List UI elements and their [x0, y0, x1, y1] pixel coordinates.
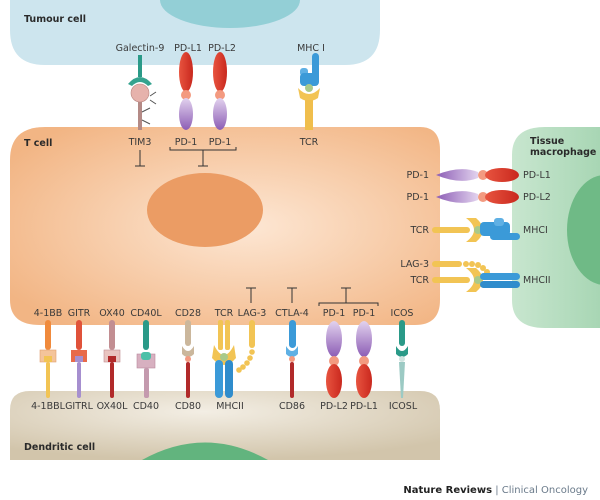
- t-cell-label: T cell: [24, 138, 52, 149]
- cd80-label: CD80: [175, 401, 201, 412]
- pd1-top-label-2: PD-1: [209, 137, 232, 148]
- t-cell: T cell: [10, 127, 440, 325]
- gitr-label: GITR: [68, 308, 91, 319]
- lag3-beads: [463, 261, 490, 275]
- lag3-bottom-label: LAG-3: [238, 308, 267, 319]
- pdl1-top-label: PD-L1: [174, 43, 202, 54]
- inhibition-symbols-bottom: [246, 287, 379, 306]
- cd86-label: CD86: [279, 401, 305, 412]
- pdl2-right-label: PD-L2: [523, 192, 551, 203]
- tumour-cell: Tumour cell: [10, 0, 380, 65]
- mhcii-bottom-label: MHCII: [216, 401, 244, 412]
- mhci-tcr-top: [298, 53, 320, 130]
- ox40l-label: OX40L: [97, 401, 128, 412]
- tumour-nucleus: [160, 0, 300, 28]
- pd1-bottom-label-2: PD-1: [353, 308, 376, 319]
- mhci-top-label: MHC I: [297, 43, 325, 54]
- t-cell-nucleus: [147, 173, 263, 247]
- macrophage-cell: Tissue macrophage: [512, 127, 600, 328]
- tcr-right-label-1: TCR: [410, 225, 430, 236]
- inhibition-symbols-top: [135, 147, 237, 167]
- costim-molecules: [39, 320, 408, 398]
- dendritic-nucleus: [142, 442, 268, 460]
- pdl2-bottom-label: PD-L2: [320, 401, 348, 412]
- cd28-label: CD28: [175, 308, 201, 319]
- tim3-galectin9: [128, 55, 157, 130]
- pdl1-pd1-top: [179, 52, 193, 130]
- ctla4-label: CTLA-4: [275, 308, 309, 319]
- 41bbl-label: 4-1BBL: [31, 401, 66, 412]
- dendritic-ligand-labels: 4-1BBL GITRL OX40L CD40 CD80 MHCII CD86 …: [31, 401, 418, 412]
- pd1-bottom-label-1: PD-1: [323, 308, 346, 319]
- pdl2-pd1-top: [213, 52, 227, 130]
- pd1-right-label-1: PD-1: [406, 170, 429, 181]
- mhci-right-label: MHCI: [523, 225, 548, 236]
- tcr-top-label: TCR: [299, 137, 319, 148]
- tcr-bottom-label: TCR: [214, 308, 234, 319]
- pdl1-bottom-label: PD-L1: [350, 401, 378, 412]
- 41bb-label: 4-1BB: [34, 308, 63, 319]
- dendritic-cell-label: Dendritic cell: [24, 442, 95, 453]
- bottom-receptor-labels: 4-1BB GITR OX40 CD40L CD28 TCR LAG-3 CTL…: [34, 308, 414, 319]
- credit-journal: Nature Reviews: [403, 485, 492, 496]
- cd40-label: CD40: [133, 401, 159, 412]
- pd1-top-label-1: PD-1: [175, 137, 198, 148]
- dendritic-cell: Dendritic cell: [10, 391, 440, 460]
- tim3-label: TIM3: [128, 137, 152, 148]
- galectin9-label: Galectin-9: [116, 43, 165, 54]
- lag3-right-label: LAG-3: [400, 259, 429, 270]
- icosl-label: ICOSL: [389, 401, 418, 412]
- credit-section: Clinical Oncology: [502, 485, 588, 496]
- icos-label: ICOS: [391, 308, 414, 319]
- macrophage-interactions: [432, 168, 520, 292]
- ox40-label: OX40: [99, 308, 124, 319]
- tumour-cell-label: Tumour cell: [24, 14, 86, 25]
- tcr-right-label-2: TCR: [410, 275, 430, 286]
- gitrl-label: GITRL: [65, 401, 94, 412]
- credit-separator: |: [492, 485, 502, 496]
- macrophage-label-2: macrophage: [530, 147, 596, 158]
- mhcii-right-label: MHCII: [523, 275, 551, 286]
- macrophage-label-1: Tissue: [530, 136, 564, 147]
- macrophage-nucleus: [567, 175, 600, 285]
- pdl2-top-label: PD-L2: [208, 43, 236, 54]
- pdl1-right-label: PD-L1: [523, 170, 551, 181]
- journal-credit: Nature Reviews | Clinical Oncology: [403, 485, 588, 496]
- pd1-right-label-2: PD-1: [406, 192, 429, 203]
- cd40l-label: CD40L: [130, 308, 162, 319]
